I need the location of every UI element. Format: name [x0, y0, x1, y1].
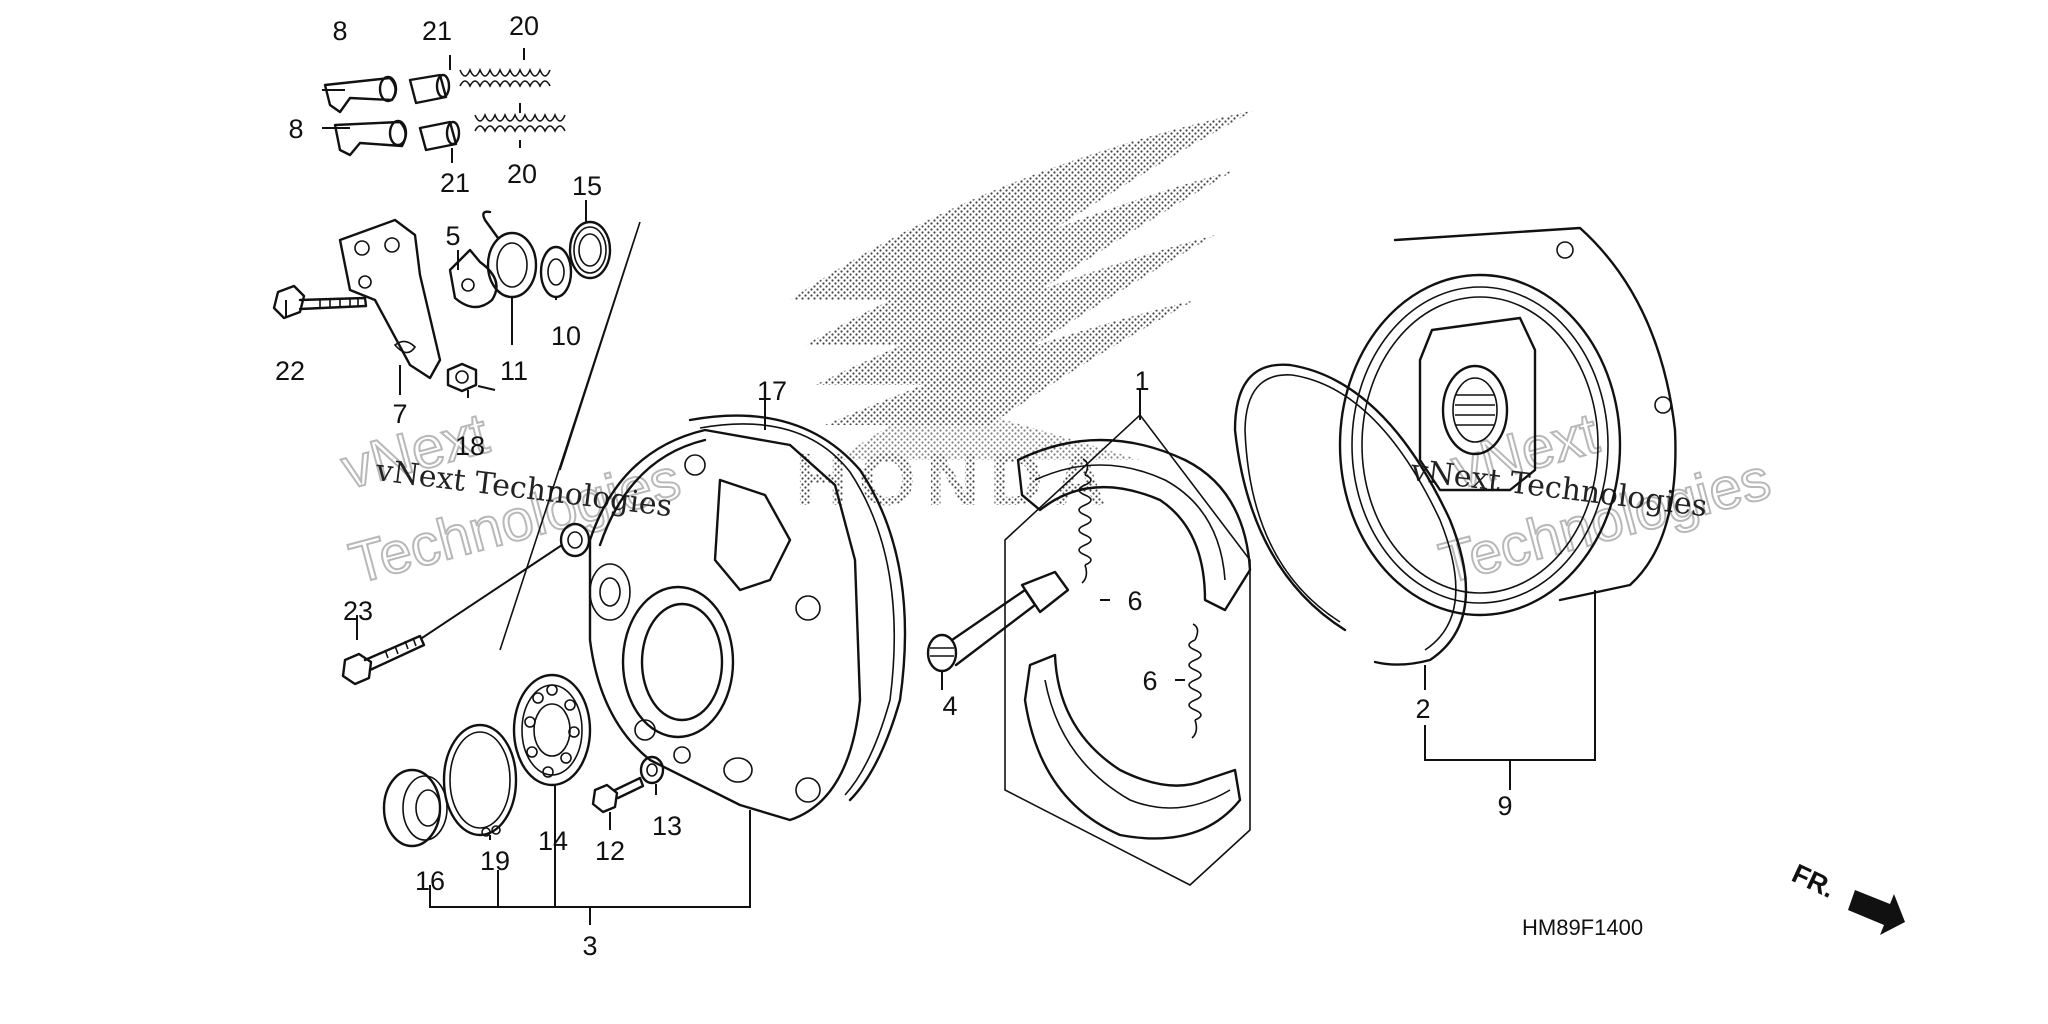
oil-seal-15 — [568, 220, 612, 280]
oil-seal-10 — [539, 245, 573, 299]
callout-16: 16 — [415, 866, 445, 896]
brake-shoe-upper — [1016, 438, 1252, 612]
assembly-guide-line — [499, 221, 641, 651]
callout-7: 7 — [392, 399, 407, 429]
callout-13: 13 — [652, 811, 682, 841]
callout-8b: 8 — [288, 114, 303, 144]
brake-cam-4 — [926, 570, 1070, 673]
flange-bolt-12 — [591, 776, 645, 814]
brand-wordmark: HONDA — [795, 438, 1116, 521]
callout-9: 9 — [1497, 791, 1512, 821]
callout-1: 1 — [1134, 366, 1149, 396]
spring-20-upper — [459, 67, 551, 88]
callout-3: 3 — [582, 931, 597, 961]
callout-5: 5 — [445, 221, 460, 251]
callout-2: 2 — [1415, 694, 1430, 724]
front-direction-indicator: FR. — [1787, 858, 1905, 935]
callout-20a: 20 — [509, 11, 539, 41]
callout-21a: 21 — [422, 16, 452, 46]
brake-shoe-lower — [1023, 653, 1242, 840]
callout-17: 17 — [757, 376, 787, 406]
spring-20-lower — [474, 112, 566, 133]
washer-23-plate — [559, 522, 591, 558]
callout-20b: 20 — [507, 159, 537, 189]
flange-bolt-22 — [272, 284, 368, 320]
brake-panel-17 — [588, 428, 862, 822]
callout-labels: 1 2 3 4 5 6 6 7 8 8 9 10 11 12 13 14 15 … — [275, 11, 1513, 961]
leader-lines — [285, 48, 1596, 925]
brake-bracket-7 — [338, 218, 442, 380]
callout-6b: 6 — [1142, 666, 1157, 696]
collar-21-lower — [418, 120, 461, 152]
front-arrow-icon — [1848, 890, 1905, 935]
collar-21-upper — [408, 73, 451, 105]
callout-4: 4 — [942, 691, 957, 721]
callout-19: 19 — [480, 846, 510, 876]
callout-23: 23 — [343, 596, 373, 626]
circlip-19 — [442, 723, 518, 837]
callout-15: 15 — [572, 171, 602, 201]
front-label: FR. — [1787, 858, 1839, 904]
callout-18: 18 — [455, 431, 485, 461]
callout-14: 14 — [538, 826, 568, 856]
ball-bearing-14 — [512, 673, 592, 787]
callout-10: 10 — [551, 321, 581, 351]
callout-11: 11 — [500, 356, 528, 386]
dust-seal-16 — [382, 768, 448, 848]
nut-18 — [446, 362, 478, 393]
callout-6a: 6 — [1127, 586, 1142, 616]
brake-arm-8-lower — [333, 119, 408, 157]
indicator-plate-5 — [448, 248, 498, 309]
brake-drum-9 — [1338, 226, 1677, 617]
callout-8a: 8 — [332, 16, 347, 46]
return-spring-11 — [482, 210, 538, 299]
o-ring-17 — [688, 414, 907, 802]
shoe-spring-6-upper — [1078, 458, 1092, 584]
shoe-spring-6-lower — [1188, 623, 1202, 739]
o-ring-2 — [1233, 363, 1468, 666]
drawing-code: HM89F1400 — [1522, 915, 1643, 940]
watermark-left: vNext Technologies vNext Technologies — [334, 400, 688, 598]
brake-arm-8-upper — [323, 75, 398, 114]
washer-13 — [639, 755, 665, 785]
flange-bolt-23 — [341, 634, 426, 686]
leader-23 — [421, 544, 563, 639]
callout-21b: 21 — [440, 168, 470, 198]
callout-12: 12 — [595, 836, 625, 866]
callout-22: 22 — [275, 356, 305, 386]
